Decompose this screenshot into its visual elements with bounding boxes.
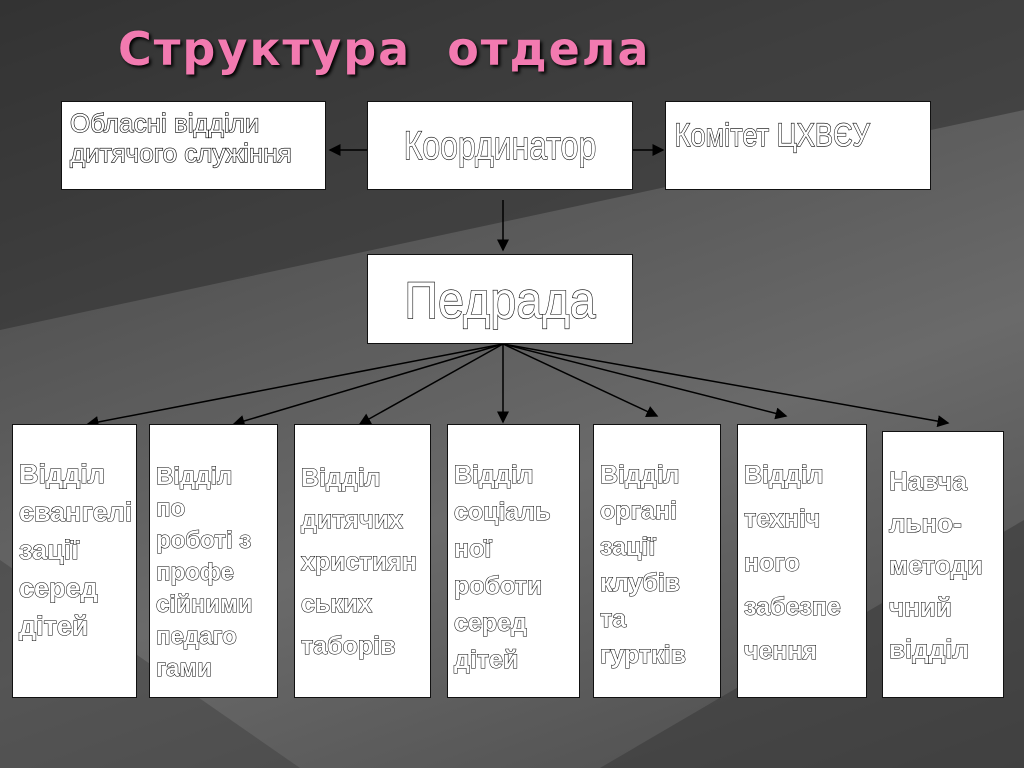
- coordinator-box: Координатор: [367, 101, 633, 190]
- dept-label: Відділ по роботі з профе сійними педаго …: [156, 463, 254, 683]
- dept-label: Навча льно- методи чний відділ: [889, 466, 984, 665]
- page-title: Структура отдела: [118, 22, 651, 76]
- committee-box: Комітет ЦХВЄУ: [665, 101, 931, 190]
- dept-christian-camps: Відділ дитячих християн ських таборів: [294, 424, 431, 698]
- dept-educational-methodical: Навча льно- методи чний відділ: [882, 431, 1004, 698]
- arrow-to-dept-6: [502, 343, 788, 420]
- dept-evangelization: Відділ євангелі зації серед дітей: [12, 424, 137, 698]
- coordinator-label: Координатор: [403, 123, 597, 168]
- pedrada-label: Педрада: [404, 271, 596, 330]
- dept-label: Відділ дитячих християн ських таборів: [301, 464, 418, 661]
- arrow-to-dept-3: [358, 343, 504, 425]
- arrow-to-dept-1: [86, 343, 504, 428]
- arrow-to-dept-2: [232, 343, 504, 427]
- pedrada-box: Педрада: [367, 254, 633, 344]
- dept-label: Відділ євангелі зації серед дітей: [19, 459, 133, 642]
- dept-professional-pedagogy: Відділ по роботі з профе сійними педаго …: [149, 424, 278, 698]
- dept-label: Відділ соціаль ної роботи серед дітей: [454, 461, 552, 675]
- arrow-to-dept-7: [502, 343, 950, 428]
- dept-label: Відділ техніч ного забезпе чення: [744, 461, 842, 666]
- dept-label: Відділ органі зації клубів та гуртків: [600, 461, 687, 670]
- dept-social-work: Відділ соціаль ної роботи серед дітей: [447, 424, 580, 698]
- dept-technical-support: Відділ техніч ного забезпе чення: [737, 424, 867, 698]
- committee-label: Комітет ЦХВЄУ: [674, 117, 870, 153]
- arrow-to-dept-5: [502, 343, 659, 417]
- regional-departments-box: Обласні відділи дитячого служіння: [61, 101, 326, 190]
- dept-clubs-organization: Відділ органі зації клубів та гуртків: [593, 424, 721, 698]
- regional-departments-label: Обласні відділи дитячого служіння: [69, 107, 292, 168]
